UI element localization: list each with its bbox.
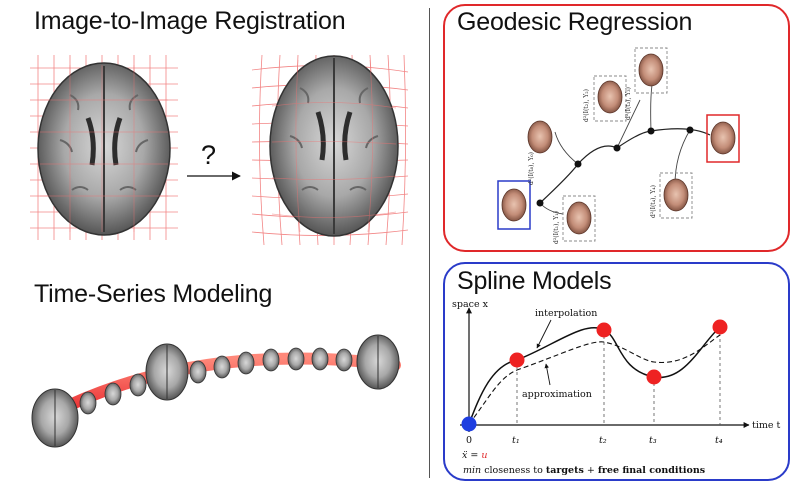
geodesic-point (536, 199, 544, 207)
end-box (706, 114, 740, 163)
start-box (497, 180, 531, 230)
vertical-divider (429, 8, 430, 478)
geodesic-point (647, 127, 655, 135)
geodesic-point (686, 126, 694, 134)
approximation-label: approximation (522, 389, 592, 400)
spline-panel (443, 262, 790, 481)
geodesic-figure: d²(I(t₀), Y₀) d²(I(t₁), Y₁) d²(I(t₂), Y₂… (497, 47, 740, 244)
distance-label-4: d²(I(t₄), Y₄) (650, 185, 657, 218)
tick-0: 0 (466, 435, 472, 446)
spline-figure: space x time t interpolation approximati… (452, 299, 781, 476)
target-point-1 (509, 352, 525, 368)
initial-condition: ẍ = u (462, 450, 487, 461)
start-point (461, 416, 477, 432)
brain-start (501, 188, 527, 222)
distance-label-2: d²(I(t₂), Y₂) (583, 89, 590, 122)
source-image (30, 55, 178, 240)
target-points (509, 319, 728, 385)
distance-label-3: d²(I(t₃), Y₃) (625, 87, 632, 120)
spline-title: Spline Models (457, 267, 612, 295)
timeseries-brain-mid (145, 343, 189, 401)
timeseries-brain-small (79, 347, 353, 415)
y-axis-label: space x (452, 299, 489, 310)
target-point-4 (712, 319, 728, 335)
timeseries-brain-end (356, 334, 400, 390)
registration-title: Image-to-Image Registration (34, 7, 346, 35)
interpolation-curve (468, 326, 721, 425)
tick-t4: t₄ (715, 435, 723, 446)
target-image (251, 54, 409, 246)
question-mark: ? (201, 140, 216, 170)
timeseries-title: Time-Series Modeling (34, 280, 273, 308)
tick-t1: t₁ (512, 435, 520, 446)
interpolation-label: interpolation (535, 308, 597, 319)
tick-t3: t₃ (649, 435, 657, 446)
geodesic-point (574, 160, 582, 168)
distance-label-0: d²(I(t₀), Y₀) (528, 152, 535, 185)
geodesic-title: Geodesic Regression (457, 8, 693, 36)
observed-brains (527, 47, 693, 242)
tick-t2: t₂ (599, 435, 607, 446)
timeseries-figure (31, 334, 401, 448)
distance-label-1: d²(I(t₁), Y₁) (553, 211, 560, 244)
geodesic-point (613, 144, 621, 152)
approximation-curve (468, 334, 721, 425)
target-point-3 (646, 369, 662, 385)
brain-end (710, 121, 736, 155)
timeseries-brain-start (31, 388, 79, 448)
target-point-2 (596, 322, 612, 338)
x-axis-label: time t (752, 420, 781, 431)
objective-text: min closeness to targets + free final co… (463, 465, 705, 476)
